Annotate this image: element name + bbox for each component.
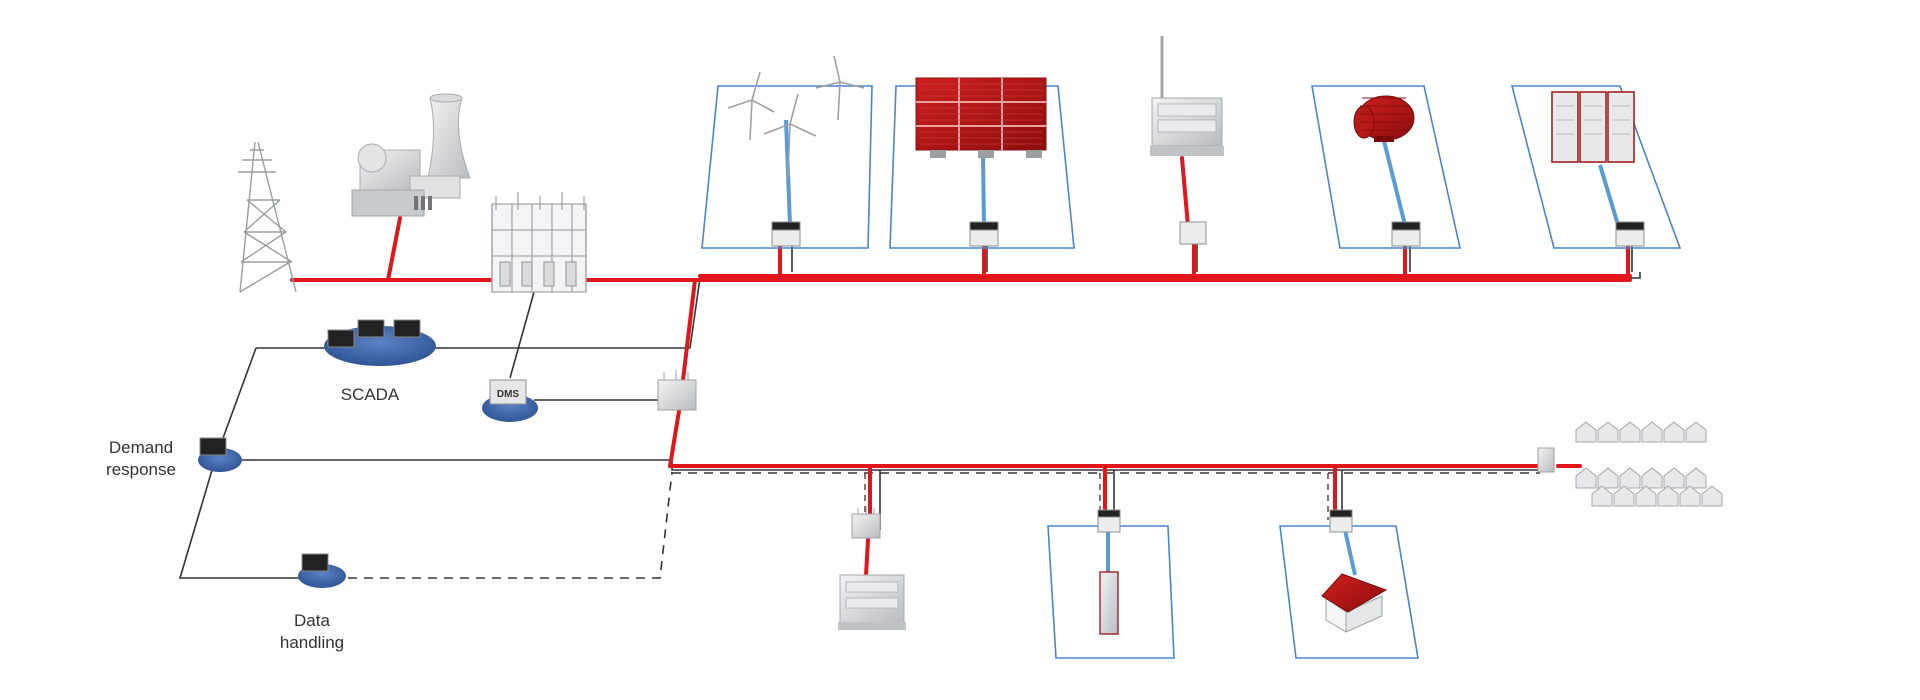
drops-lower (868, 464, 1337, 522)
demand-response-node[interactable] (198, 437, 242, 472)
loop-left-vertical (178, 347, 300, 579)
dashed-drops (864, 473, 1329, 525)
demand-response-line1: Demand (108, 438, 174, 457)
wind-frame (701, 85, 873, 249)
data-handling-line2: handling (279, 633, 345, 652)
drops-upper (778, 238, 1630, 280)
demand-response-line2: response (106, 460, 176, 479)
monitor-icon (301, 553, 329, 572)
electric-motor-icon (1353, 95, 1415, 142)
transmission-tower-icon (238, 141, 297, 293)
frames (701, 85, 1682, 659)
power-converter-icon (771, 221, 1645, 533)
transformer-icon (657, 370, 1555, 539)
dc-links (784, 119, 1620, 576)
power-lines (290, 156, 1632, 577)
data-handling-line1: Data (294, 611, 330, 630)
dms-substation-link (509, 284, 537, 379)
wind-turbine-icon (727, 55, 865, 179)
dms-label: DMS (497, 389, 520, 400)
lower-gen-feed (864, 538, 870, 577)
house-icon (1321, 573, 1388, 633)
scada-label: SCADA (340, 385, 400, 404)
genset-icon (1150, 36, 1224, 156)
riser (668, 278, 697, 468)
drop-data-1 (791, 232, 1633, 272)
houses-grid (1575, 421, 1723, 507)
battery-frame (1510, 85, 1682, 249)
substation-icon (491, 192, 587, 293)
plant-feed (386, 216, 402, 282)
data-handling-link (348, 471, 673, 579)
house-frame (1279, 525, 1419, 659)
solar-panel-icon (915, 77, 1047, 158)
monitor-icon (199, 437, 227, 456)
lower-genset-icon (838, 574, 906, 630)
scada-node[interactable] (324, 319, 436, 366)
scada-link (256, 272, 1641, 349)
power-plant-icon (351, 93, 471, 217)
monitor-icon (327, 319, 421, 348)
gen-feed (1180, 156, 1190, 228)
data-handling-label: Data handling (272, 610, 352, 654)
demand-response-label: Demand response (96, 437, 186, 481)
storage-frame (1047, 525, 1175, 659)
storage-unit-icon (1099, 571, 1119, 635)
battery-rack-icon (1551, 91, 1635, 163)
dms-node[interactable]: DMS (482, 379, 538, 422)
data-handling-node[interactable] (298, 553, 346, 588)
motor-frame (1311, 85, 1461, 249)
